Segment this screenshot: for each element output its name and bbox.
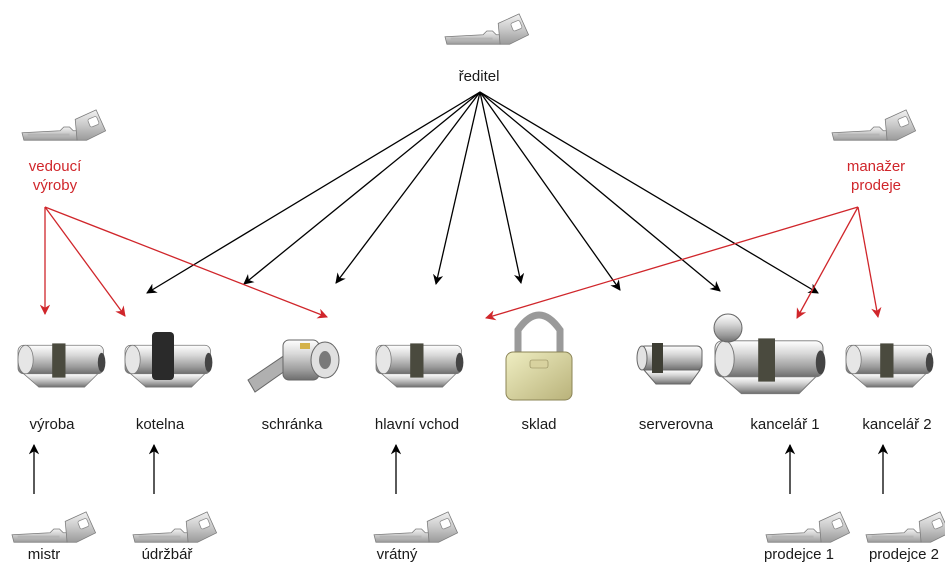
salesperson2-key-icon bbox=[865, 511, 945, 543]
arrow-sales-manager-office1 bbox=[796, 206, 859, 319]
lock-label-production: výroba bbox=[29, 416, 75, 433]
warehouse-padlock-icon bbox=[505, 311, 573, 401]
director-key-icon bbox=[444, 13, 530, 45]
lock-label-server-room: serverovna bbox=[638, 416, 714, 433]
salesperson1-key-label: prodejce 1 bbox=[763, 546, 835, 563]
arrow-director-boiler-room bbox=[146, 91, 481, 294]
arrow-director-office2b bbox=[479, 91, 819, 294]
arrow-director-warehouse bbox=[433, 91, 481, 286]
arrow-sales-manager-main-entrance bbox=[485, 206, 859, 321]
lock-label-boiler-room: kotelna bbox=[135, 416, 185, 433]
office2-lock-cylinder-icon bbox=[845, 342, 934, 388]
lock-label-office2: kancelář 2 bbox=[862, 416, 932, 433]
mailbox-lock-icon bbox=[247, 339, 340, 393]
arrow-sales-manager-office2 bbox=[857, 206, 882, 319]
office1-lock-cylinder-icon bbox=[714, 337, 827, 395]
production-manager-key-label-line1: vedoucí bbox=[28, 158, 82, 175]
sales-manager-key-label-line2: prodeje bbox=[850, 177, 902, 194]
arrow-director-office1 bbox=[479, 91, 621, 291]
porter-key-icon bbox=[373, 511, 459, 543]
lock-label-main-entrance: hlavní vchod bbox=[374, 416, 460, 433]
main-entrance-lock-cylinder-icon bbox=[375, 342, 464, 388]
lock-label-mailbox: schránka bbox=[261, 416, 323, 433]
maintenance-key-icon bbox=[132, 511, 218, 543]
sales-manager-key-icon bbox=[831, 109, 917, 141]
arrow-director-mailbox bbox=[243, 91, 481, 285]
porter-key-label: vrátný bbox=[376, 546, 418, 563]
production-lock-cylinder-icon bbox=[17, 342, 106, 388]
lock-label-warehouse: sklad bbox=[521, 416, 557, 433]
arrow-director-main-entrance bbox=[335, 91, 481, 284]
access-arrows bbox=[28, 91, 889, 494]
sales-manager-key-label: manažer prodeje bbox=[847, 157, 905, 195]
production-manager-key-label-line2: výroby bbox=[32, 177, 78, 194]
salesperson2-key-label: prodejce 2 bbox=[868, 546, 940, 563]
server-room-half-cylinder-icon bbox=[636, 343, 703, 385]
arrow-director-server-room bbox=[479, 91, 525, 285]
director-key-label: ředitel bbox=[458, 68, 500, 85]
production-manager-key-icon bbox=[21, 109, 107, 141]
foreman-key-label: mistr bbox=[27, 546, 61, 563]
office1-thumbturn-icon bbox=[713, 313, 743, 343]
sales-manager-key-label-line1: manažer bbox=[846, 158, 906, 175]
salesperson1-key-icon bbox=[765, 511, 851, 543]
production-manager-key-label: vedoucí výroby bbox=[29, 157, 82, 195]
arrow-production-manager-mailbox bbox=[44, 206, 328, 319]
arrow-director-office2 bbox=[479, 91, 721, 292]
arrow-production-manager-boiler-room bbox=[44, 206, 126, 317]
lock-label-office1: kancelář 1 bbox=[750, 416, 820, 433]
icons bbox=[11, 13, 945, 543]
maintenance-key-label: údržbář bbox=[141, 546, 193, 563]
foreman-key-icon bbox=[11, 511, 97, 543]
boiler-room-knob-icon bbox=[152, 332, 174, 380]
